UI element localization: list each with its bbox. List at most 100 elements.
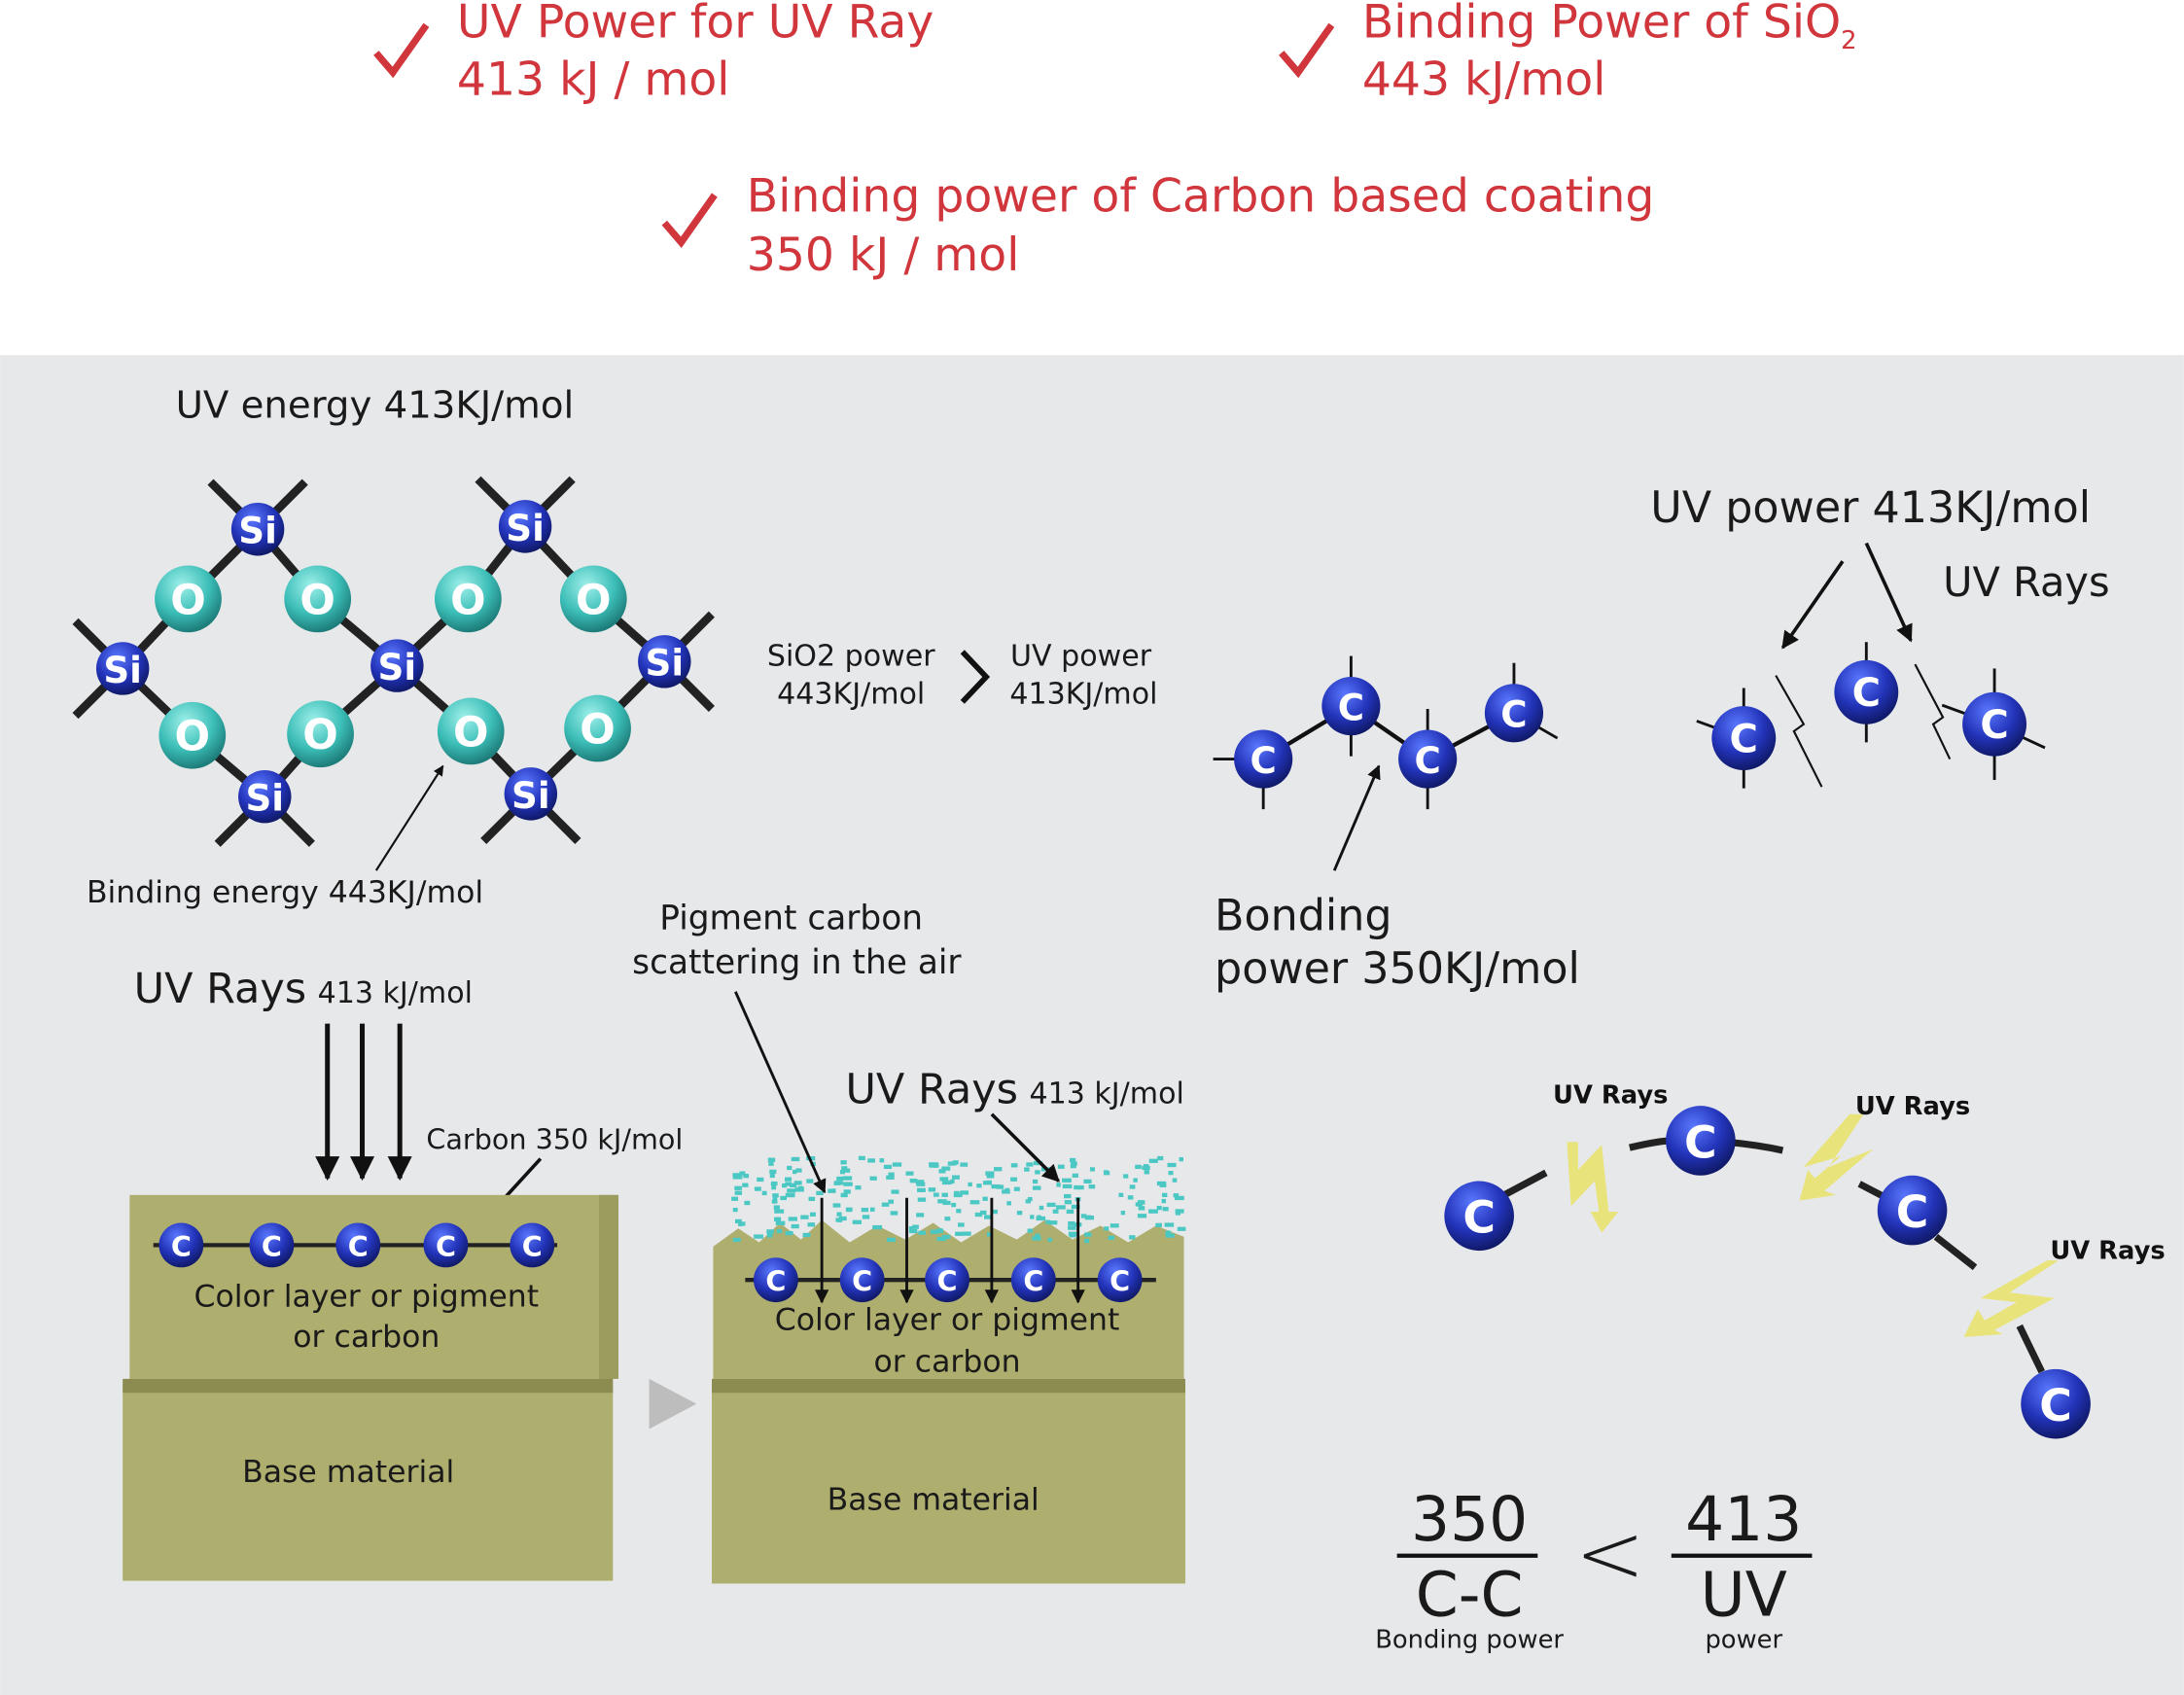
pigment-particle [858,1155,865,1161]
carbon-atom-label: C [348,1230,369,1263]
pigment-particle [1129,1184,1136,1189]
bond-line [1502,1137,2045,1374]
pigment-particle [768,1161,774,1166]
pigment-particle [784,1177,793,1182]
carbon-atom-sphere [925,1257,969,1303]
carbon-atom-sphere [1484,684,1544,743]
pigment-particle [986,1232,992,1237]
pigment-particle [782,1183,787,1188]
pigment-particle [941,1166,951,1171]
pigment-particle [908,1226,914,1231]
uv-rays-label: UV Rays [845,1065,1018,1113]
pigment-particle [1046,1202,1056,1208]
silicon-atom-label: Si [238,510,277,552]
pigment-particle [991,1209,998,1215]
pigment-particle [1035,1170,1040,1175]
pigment-particle [1144,1170,1149,1175]
layer-gap-shadow [712,1378,1185,1394]
pigment-particle [957,1222,965,1227]
pigment-particle [775,1220,786,1225]
carbon-atom: C [1321,677,1381,736]
pigment-particle [1047,1237,1052,1243]
pigment-particle [861,1207,869,1213]
pigment-particle [793,1169,797,1175]
carbon-atom: C [1962,691,2027,757]
uv-rays-label: UV Rays [134,965,306,1013]
pigment-particle [754,1186,761,1191]
pigment-particle [951,1202,957,1208]
pigment-label-2: scattering in the air [632,943,962,982]
base-layer [712,1383,1185,1584]
pigment-particle [1035,1233,1040,1238]
pigment-particle [929,1162,938,1167]
pigment-particle [944,1217,951,1221]
pigment-particle [1039,1205,1044,1211]
carbon-atom-sphere [510,1222,555,1268]
pigment-particle [793,1181,802,1185]
pigment-particle [930,1229,939,1234]
lightning-bolt-icon [1799,1113,1874,1201]
bond-type: C-C [1416,1559,1524,1630]
pigment-particle [780,1195,788,1201]
pigment-particle [1062,1183,1073,1189]
carbon-atom-sphere [1877,1175,1948,1246]
uv-rays-label: UV Rays [1553,1080,1668,1110]
silicon-atom: Si [504,767,558,821]
pigment-particle [732,1207,738,1213]
pigment-particle [1070,1157,1076,1163]
pigment-particle [941,1192,948,1197]
greater-than-icon [960,650,991,704]
pigment-particle [986,1174,995,1179]
pigment-particle [1135,1164,1142,1170]
header-background [0,0,2184,356]
carbon-atom-sphere [1834,659,1899,724]
pigment-arrow [734,991,827,1194]
carbon-atom-sphere [753,1257,798,1303]
pigment-particle [1173,1193,1180,1198]
pigment-particle [941,1180,952,1185]
carbon-atom: C [1398,729,1458,789]
pigment-particle [1084,1232,1092,1237]
pigment-particle [1045,1219,1051,1224]
pigment-particle [862,1215,870,1219]
pigment-particle [769,1173,775,1179]
pigment-particle [788,1217,797,1221]
carbon-atom-sphere [1010,1257,1056,1303]
carbon-atom-label: C [1500,693,1527,736]
silicon-atom: Si [370,639,424,692]
break-zigzag-icon [1775,663,1952,788]
pigment-particle [1025,1199,1031,1204]
pigment-particle [1148,1209,1158,1214]
carbon-atom-sphere [1234,729,1293,789]
carbon-atom-label: C [852,1265,872,1298]
pigment-particle [832,1203,841,1208]
pigment-particle [840,1160,847,1165]
uv-arrow [1864,542,1913,643]
pigment-particle [950,1179,955,1184]
less-than-operator: < [1575,1505,1645,1603]
pigment-particle [937,1199,947,1204]
oxygen-atom-sphere [287,700,354,768]
carbon-atom-label: C [262,1230,282,1263]
pigment-particle [742,1183,749,1187]
pigment-particle [791,1156,800,1162]
carbon-atom: C [1834,659,1899,724]
next-arrow-icon [649,1378,697,1430]
oxygen-atom-label: O [299,576,335,624]
carbon-atom-sphere [159,1222,204,1268]
broken-carbon-chain: CCC [1696,642,2046,789]
pigment-particle [936,1236,946,1242]
oxygen-atom: O [564,694,631,762]
pigment-particle [1030,1215,1035,1219]
bonding-value: power 350KJ/mol [1215,944,1580,994]
pigment-particle [1032,1185,1041,1190]
pigment-particle [1071,1161,1077,1166]
pigment-particle [787,1188,796,1193]
silicon-atom-label: Si [506,507,545,549]
oxygen-atom: O [559,565,627,633]
pigment-particle [800,1215,809,1219]
oxygen-atom: O [287,700,354,768]
